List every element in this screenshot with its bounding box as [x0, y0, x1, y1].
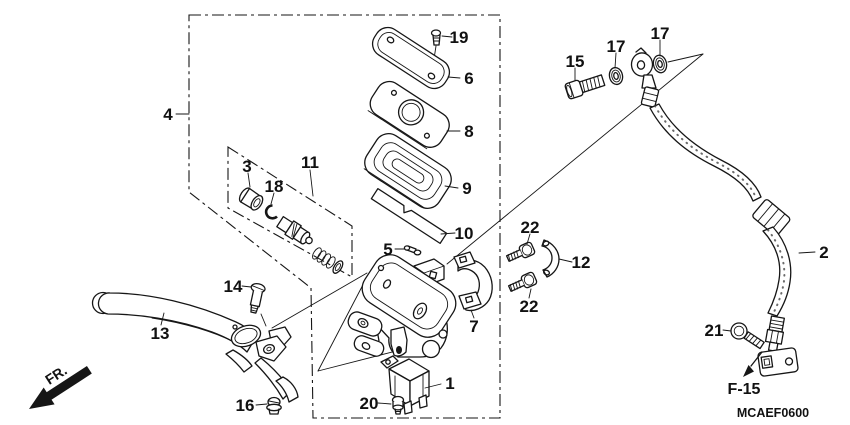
sealing-washer-inner [608, 66, 624, 86]
part-callout-7: 7 [469, 317, 478, 336]
part-callout-13: 13 [151, 324, 170, 343]
circlip [264, 204, 278, 220]
hose-clamp-holder [453, 251, 493, 312]
part-callout-20: 20 [360, 394, 379, 413]
switch-screw [391, 395, 405, 415]
lever-pivot-screw [249, 283, 266, 314]
part-callout-18: 18 [265, 177, 284, 196]
master-piston [276, 215, 313, 245]
diaphragm-plate [367, 80, 450, 150]
diaphragm [363, 133, 452, 209]
part-callout-22: 22 [520, 297, 539, 316]
part-callout-21: 21 [705, 321, 724, 340]
part-callout-12: 12 [572, 253, 591, 272]
part-callout-6: 6 [464, 69, 473, 88]
part-callout-16: 16 [236, 396, 255, 415]
lever-pivot-nut [266, 396, 282, 415]
hose-clamp [541, 239, 560, 278]
part-callout-19: 19 [450, 28, 469, 47]
part-callout-15: 15 [566, 52, 585, 71]
banjo-bolt [564, 74, 606, 100]
reservoir-cover [371, 26, 451, 90]
brake-hose [630, 47, 799, 377]
part-callout-10: 10 [455, 224, 474, 243]
part-callout-9: 9 [462, 179, 471, 198]
clamp-bolt-lower [507, 271, 538, 292]
group-11-outline [227, 145, 353, 278]
leader-lines [160, 35, 816, 406]
sealing-washer-outer [652, 54, 668, 74]
oil-bolt [730, 322, 765, 350]
clamp-bolt-upper [505, 241, 536, 262]
set-plate-clip [403, 245, 422, 256]
part-callout-4: 4 [163, 105, 173, 124]
figure-reference: F-15 [728, 381, 761, 398]
part-callout-11: 11 [301, 153, 319, 172]
part-callout-5: 5 [383, 240, 392, 259]
fr-direction-arrow: FR. [29, 362, 92, 409]
f15-arrow [743, 351, 763, 377]
pointer-lines [260, 45, 704, 372]
brake-lever [91, 291, 299, 403]
part-callout-3: 3 [242, 157, 251, 176]
brake-light-switch [380, 355, 430, 415]
part-callout-17: 17 [607, 37, 626, 56]
diagram-code: MCAEF0600 [737, 406, 809, 420]
piston-spring [312, 247, 344, 274]
part-callout-2: 2 [819, 243, 828, 262]
part-callout-1: 1 [445, 374, 454, 393]
master-cylinder-body [347, 254, 457, 359]
spacer-plate [370, 187, 448, 245]
piston-boot [238, 187, 264, 211]
part-callout-22: 22 [521, 218, 540, 237]
part-callout-14: 14 [224, 277, 243, 296]
cover-screw [430, 29, 442, 46]
part-callout-17: 17 [651, 24, 670, 43]
group-4-outline [188, 14, 501, 419]
part-callout-8: 8 [464, 122, 473, 141]
